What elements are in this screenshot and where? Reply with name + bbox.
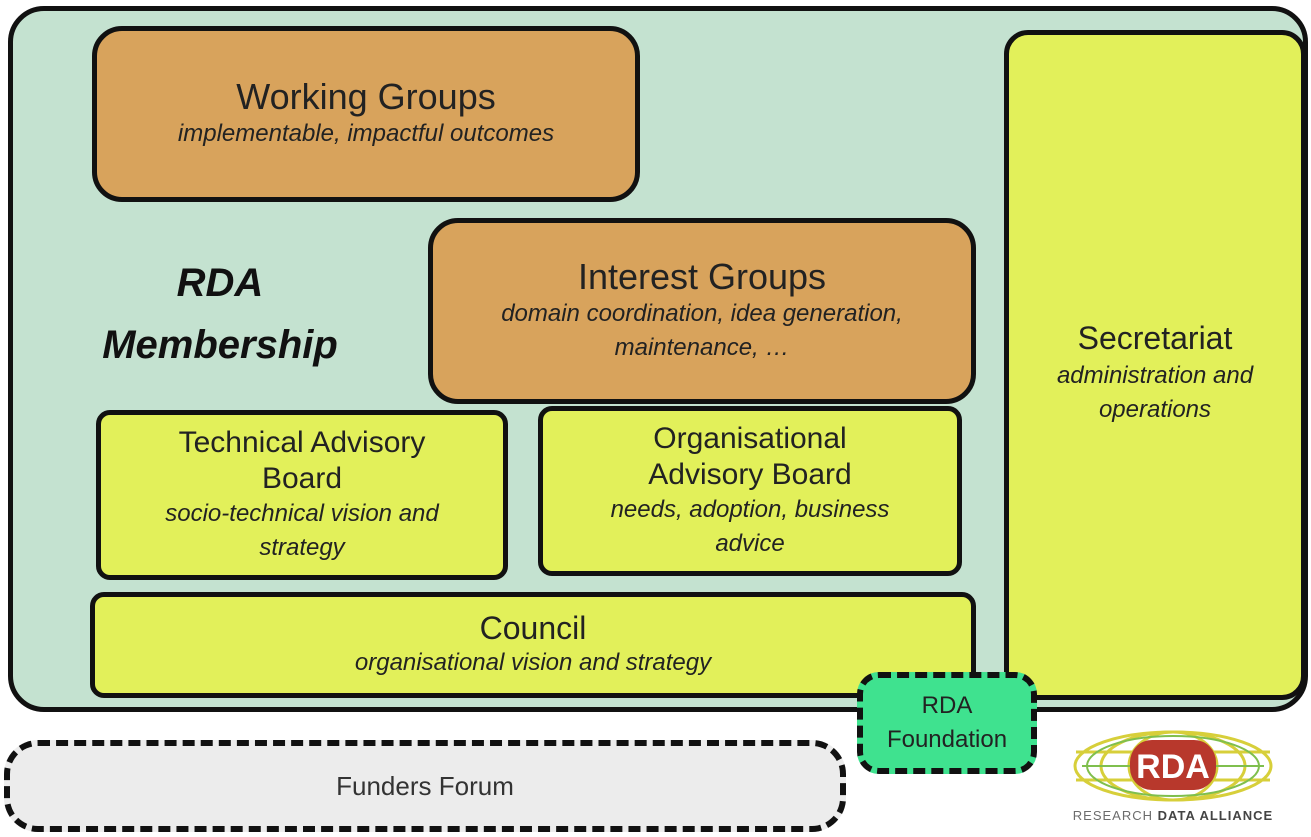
rda-logo: RDA RESEARCH DATA ALLIANCE bbox=[1068, 720, 1278, 830]
technical-advisory-board-box: Technical Advisory Board socio-technical… bbox=[96, 410, 508, 580]
organisational-board-title-1: Organisational bbox=[653, 422, 847, 455]
technical-board-subtitle-2: strategy bbox=[259, 534, 345, 561]
working-groups-title: Working Groups bbox=[236, 76, 496, 117]
council-title: Council bbox=[479, 610, 587, 646]
secretariat-title: Secretariat bbox=[1077, 320, 1233, 356]
funders-forum-box: Funders Forum bbox=[4, 740, 846, 832]
logo-tagline: RESEARCH DATA ALLIANCE bbox=[1068, 808, 1278, 823]
technical-board-subtitle-1: socio-technical vision and bbox=[165, 500, 439, 527]
organisational-advisory-board-box: Organisational Advisory Board needs, ado… bbox=[538, 406, 962, 576]
interest-groups-subtitle-1: domain coordination, idea generation, bbox=[501, 300, 903, 327]
interest-groups-subtitle-2: maintenance, … bbox=[614, 334, 790, 361]
rda-membership-label: RDA Membership bbox=[40, 252, 400, 376]
council-box: Council organisational vision and strate… bbox=[90, 592, 976, 698]
technical-board-title-1: Technical Advisory bbox=[178, 426, 426, 459]
membership-line-1: RDA bbox=[176, 261, 264, 305]
secretariat-subtitle-1: administration and bbox=[1056, 362, 1254, 389]
logo-tagline-light: RESEARCH bbox=[1072, 808, 1154, 823]
membership-line-2: Membership bbox=[102, 323, 338, 367]
interest-groups-box: Interest Groups domain coordination, ide… bbox=[428, 218, 976, 404]
organisational-board-title-2: Advisory Board bbox=[648, 458, 852, 491]
working-groups-subtitle: implementable, impactful outcomes bbox=[177, 120, 555, 147]
organisational-board-subtitle-2: advice bbox=[715, 530, 785, 557]
secretariat-box: Secretariat administration and operation… bbox=[1004, 30, 1306, 700]
logo-mark-text: RDA bbox=[1136, 748, 1210, 786]
organisational-board-subtitle-1: needs, adoption, business bbox=[610, 496, 890, 523]
council-subtitle: organisational vision and strategy bbox=[354, 649, 712, 676]
rda-logo-globe-icon: RDA bbox=[1073, 730, 1273, 802]
logo-tagline-bold: DATA ALLIANCE bbox=[1157, 808, 1274, 823]
foundation-line-2: Foundation bbox=[886, 726, 1008, 753]
rda-foundation-box: RDA Foundation bbox=[857, 672, 1037, 774]
secretariat-subtitle-2: operations bbox=[1098, 396, 1212, 423]
foundation-line-1: RDA bbox=[921, 692, 973, 719]
working-groups-box: Working Groups implementable, impactful … bbox=[92, 26, 640, 202]
funders-forum-label: Funders Forum bbox=[336, 770, 514, 801]
interest-groups-title: Interest Groups bbox=[577, 256, 827, 297]
technical-board-title-2: Board bbox=[261, 462, 343, 495]
